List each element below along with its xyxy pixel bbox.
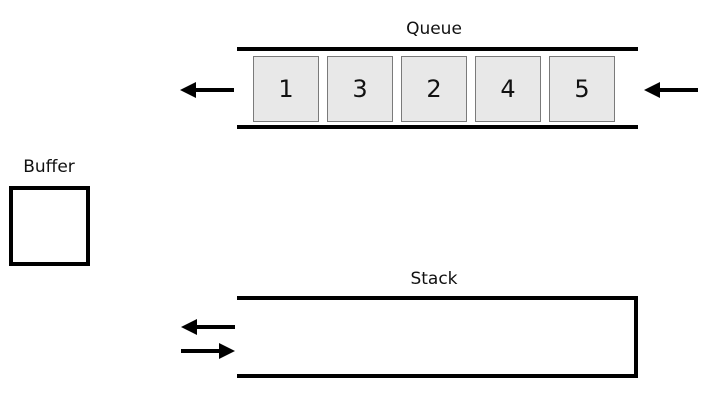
stack-label: Stack: [410, 269, 458, 289]
queue-item: 3: [327, 56, 393, 122]
queue-items: 1 3 2 4 5: [253, 56, 615, 122]
queue-label: Queue: [406, 19, 462, 39]
queue-item: 4: [475, 56, 541, 122]
buffer-box: [9, 186, 90, 266]
queue-top-rail: [237, 47, 638, 51]
queue-bottom-rail: [237, 125, 638, 129]
queue-in-arrow-left-icon: [644, 82, 698, 98]
stack-box: [237, 296, 638, 378]
stack-pop-arrow-left-icon: [181, 319, 235, 335]
queue-item: 5: [549, 56, 615, 122]
buffer-label: Buffer: [23, 157, 75, 177]
queue-item: 2: [401, 56, 467, 122]
queue-out-arrow-left-icon: [180, 82, 234, 98]
stack-push-arrow-right-icon: [181, 343, 235, 359]
queue-item: 1: [253, 56, 319, 122]
